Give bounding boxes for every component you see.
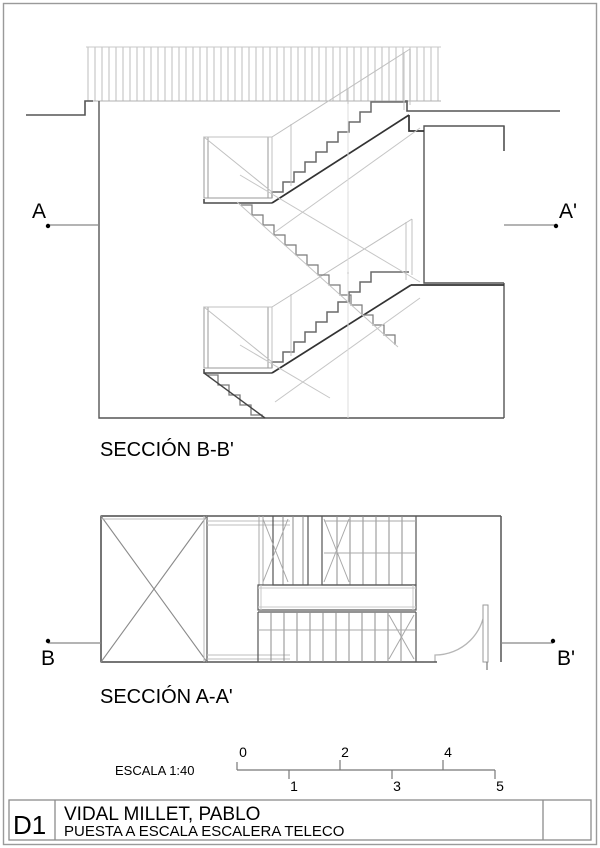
section-marker-bprime-label: B' (557, 647, 575, 670)
section-marker-a-label: A (32, 200, 46, 223)
section-marker-a-dot (45, 223, 51, 229)
sheet-code: D1 (13, 810, 46, 840)
plan-upper-left-break (258, 516, 289, 585)
section-marker-aprime-label: A' (559, 200, 577, 223)
section-marker-bprime-dot (550, 638, 556, 644)
bottom-flight-steps (207, 374, 263, 418)
plan-lower-treads (270, 612, 402, 662)
plan-door (424, 604, 489, 670)
floor-slab-right (405, 100, 560, 112)
title-block: D1 VIDAL MILLET, PABLO PUESTA A ESCALA E… (8, 799, 592, 841)
section-marker-b-dot (45, 638, 51, 644)
section-marker-aprime-dot (553, 223, 559, 229)
scale-bar: ESCALA 1:40 0 2 4 1 3 5 (115, 744, 504, 794)
drawing-section-bb: A A' SECCIÓN B-B' (26, 46, 577, 461)
lower-flight-soffit (271, 284, 412, 374)
section-bb-caption: SECCIÓN B-B' (100, 438, 234, 461)
scale-tick-label-1: 1 (290, 778, 298, 794)
plan-landing-inner (258, 585, 416, 610)
section-wall-outline (98, 101, 504, 419)
upper-flight-landing-edge (408, 115, 424, 132)
plan-lower-break (258, 614, 416, 660)
title-block-frame (8, 799, 592, 841)
plan-void-box (100, 515, 208, 663)
plan-void-cross (100, 515, 208, 663)
scale-tick-label-5: 5 (496, 778, 504, 794)
plan-upper-left-treads (282, 516, 304, 585)
plan-corridor-lines (207, 520, 290, 660)
floor-slab-left (26, 100, 93, 116)
upper-landing-slab (203, 199, 272, 204)
plan-void-box-inner (101, 516, 207, 662)
scale-label: ESCALA 1:40 (115, 763, 195, 778)
lower-flight-steps (271, 271, 409, 368)
railing-hatch (87, 47, 439, 101)
door-leaf (482, 604, 489, 663)
scale-tick-label-3: 3 (393, 778, 401, 794)
section-marker-b-left: B (41, 638, 101, 670)
section-marker-b-right: B' (501, 638, 575, 670)
upper-flight-projection (203, 48, 411, 198)
scale-tick-label-2: 2 (341, 744, 349, 760)
plan-landing (257, 584, 417, 611)
drawing-subtitle: PUESTA A ESCALA ESCALERA TELECO (64, 823, 344, 840)
upper-flight-steps (271, 101, 407, 198)
author-name: VIDAL MILLET, PABLO (64, 804, 260, 825)
mid-flight-soffit-upper (236, 201, 399, 348)
upper-flight-soffit (271, 114, 410, 204)
bottom-flight-soffit (203, 372, 266, 419)
drawing-plan-aa: B B' SECCIÓN A-A' (41, 515, 575, 708)
plan-upper-right-treads (336, 516, 403, 585)
scale-tick-label-0: 0 (239, 744, 247, 760)
section-aa-caption: SECCIÓN A-A' (100, 685, 233, 708)
section-marker-b-label: B (41, 647, 55, 670)
scale-tick-label-4: 4 (444, 744, 452, 760)
plan-upper-right-break (323, 518, 416, 583)
section-marker-a-right: A' (504, 200, 577, 229)
section-marker-a-left: A (32, 200, 100, 229)
